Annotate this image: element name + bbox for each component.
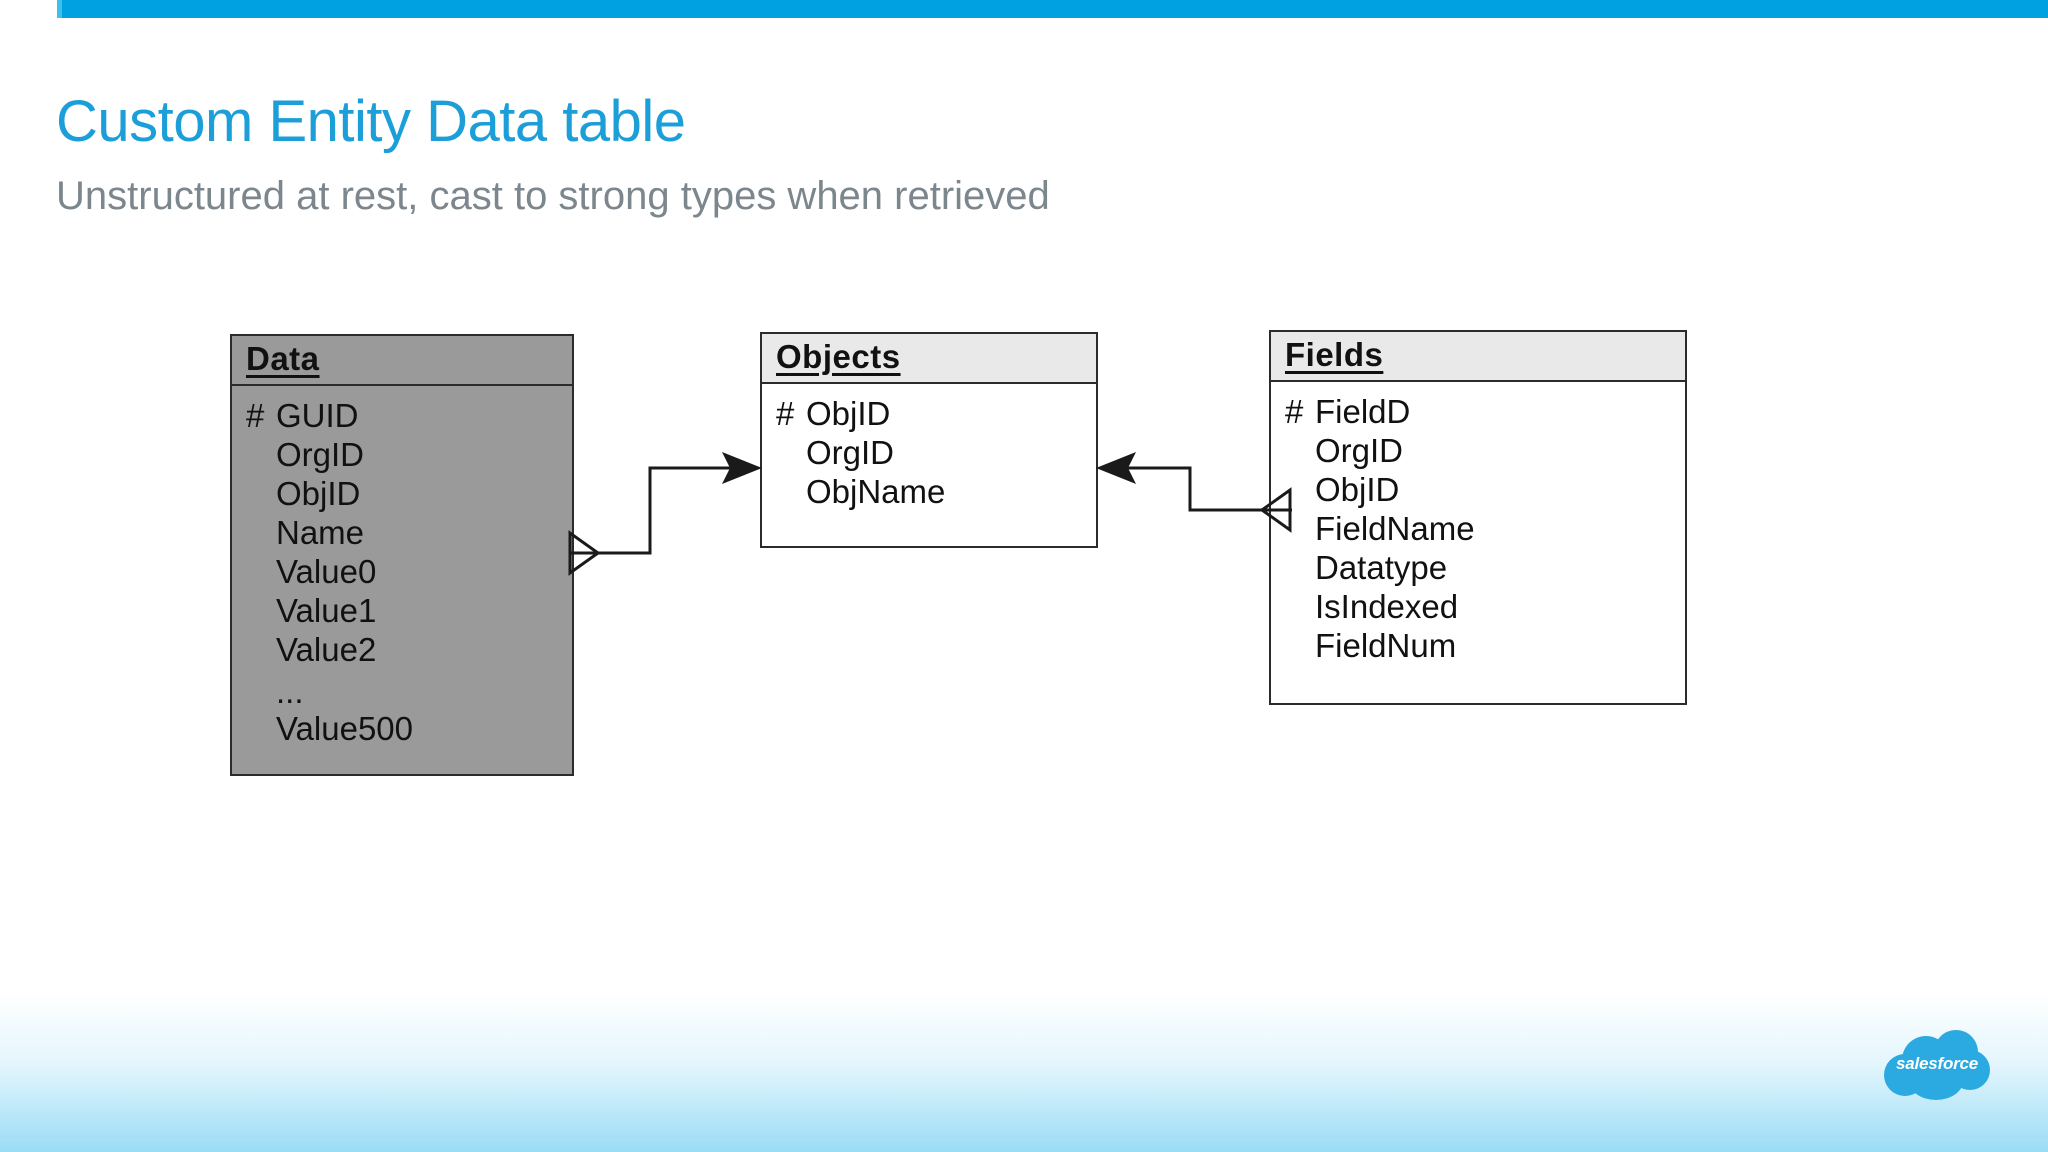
entity-box-data: Data # GUID OrgID ObjID Name — [230, 334, 574, 776]
entity-box-objects: Objects # ObjID OrgID ObjName — [760, 332, 1098, 548]
field-row: ObjID — [246, 474, 558, 513]
field-name: ObjID — [1315, 471, 1400, 508]
field-row: ObjID — [1285, 470, 1671, 509]
entity-title-fields: Fields — [1285, 336, 1384, 373]
page-subtitle: Unstructured at rest, cast to strong typ… — [56, 174, 1050, 218]
field-name: FieldD — [1315, 393, 1411, 430]
field-name: Value500 — [276, 710, 414, 747]
pk-marker — [1285, 548, 1315, 587]
relationship-fields-objects — [1096, 452, 1292, 533]
pk-marker — [1285, 626, 1315, 665]
entity-fields-data: # GUID OrgID ObjID Name Value0 — [232, 386, 572, 760]
field-row: FieldNum — [1285, 626, 1671, 665]
pk-marker — [776, 472, 806, 511]
field-row: Value1 — [246, 591, 558, 630]
field-row: # FieldD — [1285, 392, 1671, 431]
field-name: Name — [276, 514, 365, 551]
bottom-gradient — [0, 992, 2048, 1152]
field-name: OrgID — [1315, 432, 1404, 469]
field-name: Value2 — [276, 631, 377, 668]
relationship-data-objects — [568, 452, 762, 576]
field-name: ObjName — [806, 473, 946, 510]
field-name: GUID — [276, 397, 359, 434]
pk-marker — [246, 474, 276, 513]
pk-marker: # — [1285, 393, 1304, 430]
pk-marker — [1285, 431, 1315, 470]
pk-marker — [1285, 470, 1315, 509]
field-row-ellipsis: ... — [246, 669, 558, 709]
pk-marker — [246, 552, 276, 591]
top-accent-bar-edge — [57, 0, 62, 18]
pk-marker — [776, 433, 806, 472]
pk-marker — [246, 435, 276, 474]
pk-marker — [246, 630, 276, 669]
field-name: ObjID — [806, 395, 891, 432]
field-row: Value2 — [246, 630, 558, 669]
field-name: FieldNum — [1315, 627, 1457, 664]
entity-fields-fields: # FieldD OrgID ObjID FieldName Dat — [1271, 382, 1685, 677]
field-row: ObjName — [776, 472, 1082, 511]
field-row: IsIndexed — [1285, 587, 1671, 626]
pk-marker — [246, 513, 276, 552]
pk-marker — [1285, 587, 1315, 626]
field-row: # ObjID — [776, 394, 1082, 433]
entity-header-data: Data — [232, 336, 572, 386]
entity-header-objects: Objects — [762, 334, 1096, 384]
salesforce-logo-icon: salesforce — [1878, 1028, 1996, 1104]
field-row: OrgID — [246, 435, 558, 474]
field-name: ObjID — [276, 475, 361, 512]
page-title: Custom Entity Data table — [56, 89, 686, 154]
field-name: ... — [276, 673, 304, 710]
entity-header-fields: Fields — [1271, 332, 1685, 382]
pk-marker: # — [776, 395, 795, 432]
entity-title-objects: Objects — [776, 338, 901, 375]
pk-marker — [1285, 509, 1315, 548]
field-row: OrgID — [1285, 431, 1671, 470]
field-row: FieldName — [1285, 509, 1671, 548]
field-name: OrgID — [806, 434, 895, 471]
salesforce-wordmark: salesforce — [1895, 1054, 1979, 1073]
field-name: Value1 — [276, 592, 377, 629]
field-name: OrgID — [276, 436, 365, 473]
field-name: Value0 — [276, 553, 377, 590]
pk-marker — [246, 709, 276, 748]
field-name: FieldName — [1315, 510, 1475, 547]
field-row: OrgID — [776, 433, 1082, 472]
entity-box-fields: Fields # FieldD OrgID ObjID FieldName — [1269, 330, 1687, 705]
top-accent-bar — [57, 0, 2048, 18]
field-row: Value0 — [246, 552, 558, 591]
entity-title-data: Data — [246, 340, 320, 377]
pk-marker: # — [246, 397, 265, 434]
field-row: Datatype — [1285, 548, 1671, 587]
field-row: Value500 — [246, 709, 558, 748]
field-name: IsIndexed — [1315, 588, 1459, 625]
field-row: Name — [246, 513, 558, 552]
pk-marker — [246, 591, 276, 630]
field-name: Datatype — [1315, 549, 1448, 586]
pk-marker — [246, 675, 276, 709]
entity-fields-objects: # ObjID OrgID ObjName — [762, 384, 1096, 523]
field-row: # GUID — [246, 396, 558, 435]
